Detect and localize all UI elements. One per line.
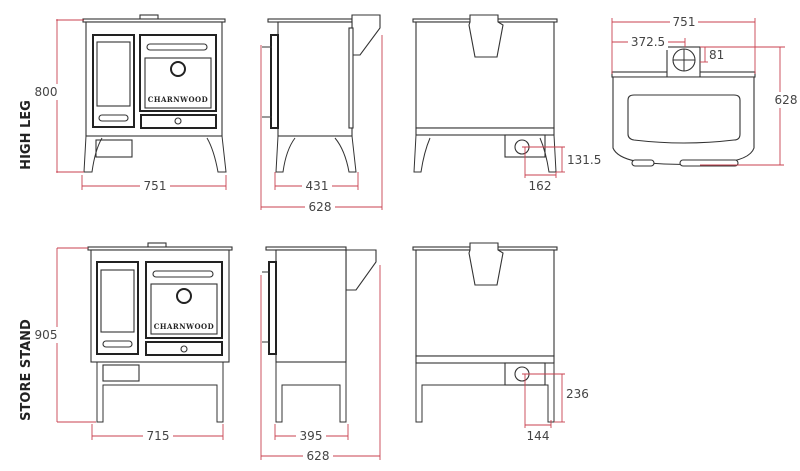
dimension-flue-depth: 81 bbox=[700, 46, 785, 63]
dimension-label: 236 bbox=[566, 387, 589, 401]
dimension-width-high-leg: 751 bbox=[81, 175, 227, 194]
back-view-store-stand bbox=[412, 242, 558, 423]
dimension-flue-offset: 372.5 bbox=[612, 34, 686, 50]
dimension-top-width: 751 bbox=[611, 13, 756, 74]
dimension-label: 628 bbox=[309, 200, 332, 214]
dimension-label: 162 bbox=[529, 179, 552, 193]
dimension-total-depth-high-leg: 628 bbox=[260, 35, 383, 215]
row-label-high-leg: HIGH LEG bbox=[19, 100, 34, 170]
dimension-label: 628 bbox=[775, 93, 798, 107]
brand-badge: CHARNWOOD bbox=[148, 95, 208, 104]
dimension-outlet-offset-high-leg: 162 bbox=[524, 147, 557, 193]
dimension-label: 144 bbox=[527, 429, 550, 443]
dimension-total-depth-store-stand: 628 bbox=[260, 265, 381, 464]
dimension-label: 628 bbox=[307, 449, 330, 463]
dimension-outlet-offset-store-stand: 144 bbox=[524, 374, 552, 443]
dimension-outlet-height-high-leg: 131.5 bbox=[522, 146, 601, 173]
dimension-label: 372.5 bbox=[631, 35, 665, 49]
dimension-height-high-leg: 800 bbox=[33, 19, 84, 173]
dimension-height-store-stand: 905 bbox=[33, 247, 96, 423]
dimension-label: 800 bbox=[35, 85, 58, 99]
side-view-high-leg bbox=[262, 14, 381, 173]
dimension-label: 905 bbox=[35, 328, 58, 342]
dimension-label: 81 bbox=[709, 48, 724, 62]
row-label-store-stand: STORE STAND bbox=[19, 319, 34, 421]
dimension-side-depth-store-stand: 395 bbox=[274, 424, 349, 444]
dimension-label: 431 bbox=[306, 179, 329, 193]
side-view-store-stand bbox=[262, 246, 377, 423]
dimension-label: 751 bbox=[144, 179, 167, 193]
dimension-outlet-height-store-stand: 236 bbox=[522, 373, 589, 423]
front-view-high-leg: CHARNWOOD bbox=[82, 14, 227, 173]
dimension-side-depth-high-leg: 431 bbox=[274, 172, 359, 194]
dimension-label: 715 bbox=[147, 429, 170, 443]
back-view-high-leg bbox=[412, 14, 558, 173]
top-view bbox=[611, 46, 756, 167]
front-view-store-stand: CHARNWOOD bbox=[87, 242, 233, 423]
dimension-label: 131.5 bbox=[567, 153, 601, 167]
dimension-label: 751 bbox=[673, 15, 696, 29]
dimension-label: 395 bbox=[300, 429, 323, 443]
dimension-top-depth: 628 bbox=[700, 47, 800, 166]
brand-badge: CHARNWOOD bbox=[154, 322, 214, 331]
dimension-width-store-stand: 715 bbox=[91, 424, 224, 444]
